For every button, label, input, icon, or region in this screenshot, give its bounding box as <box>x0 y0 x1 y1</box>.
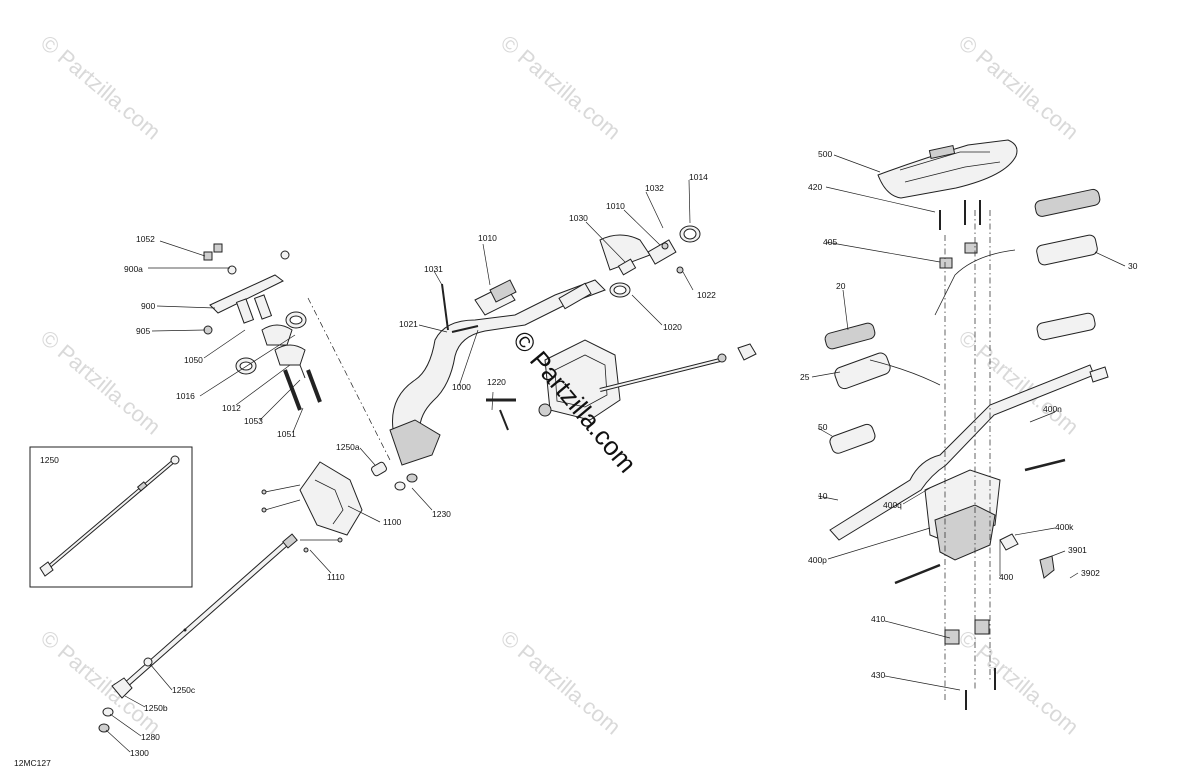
part-label: 400p <box>808 555 827 565</box>
part-labels: 1052 900a 900 905 1050 1016 1012 1053 10… <box>14 149 1138 768</box>
part-label: 50 <box>818 422 828 432</box>
inset-frame <box>29 446 193 588</box>
part-label: 1021 <box>399 319 418 329</box>
part-label: 3901 <box>1068 545 1087 555</box>
part-label: 25 <box>800 372 810 382</box>
part-label: 1014 <box>689 172 708 182</box>
part-label: 10 <box>818 491 828 501</box>
part-label: 1300 <box>130 748 149 758</box>
part-label: 400n <box>1043 404 1062 414</box>
part-label: 400q <box>883 500 902 510</box>
part-label: 1010 <box>478 233 497 243</box>
steering-column-part <box>98 533 298 733</box>
part-label: 410 <box>871 614 885 624</box>
part-label: 1053 <box>244 416 263 426</box>
part-label: 1022 <box>697 290 716 300</box>
part-label: 1031 <box>424 264 443 274</box>
steering-gear-housing-part <box>486 339 757 431</box>
handle-grip-part <box>824 188 1101 454</box>
handlebar-frame-part <box>389 225 701 466</box>
part-label: 1000 <box>452 382 471 392</box>
leader-lines <box>105 154 1126 753</box>
part-label: 500 <box>818 149 832 159</box>
part-label: 30 <box>1128 261 1138 271</box>
part-label: 20 <box>836 281 846 291</box>
part-label: 1220 <box>487 377 506 387</box>
steering-housing-part <box>261 461 418 553</box>
part-label: 1110 <box>327 572 345 582</box>
clamp-assembly-part <box>894 200 1066 710</box>
centerline <box>307 297 391 461</box>
part-label: 1230 <box>432 509 451 519</box>
part-label: 905 <box>136 326 150 336</box>
part-label: 900a <box>124 264 143 274</box>
part-label: 1016 <box>176 391 195 401</box>
part-label: 1100 <box>383 517 402 527</box>
part-label: 1050 <box>184 355 203 365</box>
handlebar-bar-part <box>829 249 1109 541</box>
part-label: 900 <box>141 301 155 311</box>
part-label: 1010 <box>606 201 625 211</box>
diagram-code: 12MC127 <box>14 758 51 768</box>
part-label: 1032 <box>645 183 664 193</box>
part-label: 405 <box>823 237 837 247</box>
part-label: 1051 <box>277 429 296 439</box>
mounting-bracket-part <box>203 243 322 411</box>
part-label: 1052 <box>136 234 155 244</box>
part-label: 420 <box>808 182 822 192</box>
part-label: 1280 <box>141 732 160 742</box>
part-label: 1250b <box>144 703 168 713</box>
part-label: 400 <box>999 572 1013 582</box>
part-label: 1250c <box>172 685 196 695</box>
part-label: 3902 <box>1081 568 1100 578</box>
inset-label: 1250 <box>40 455 59 465</box>
part-label: 400k <box>1055 522 1074 532</box>
centerline <box>944 210 991 700</box>
tie-rod-inset-part <box>39 455 180 577</box>
part-label: 1030 <box>569 213 588 223</box>
part-label: 430 <box>871 670 885 680</box>
handlebar-pad-part <box>877 139 1018 199</box>
part-label: 1250a <box>336 442 360 452</box>
part-label: 1012 <box>222 403 241 413</box>
part-label: 1020 <box>663 322 682 332</box>
